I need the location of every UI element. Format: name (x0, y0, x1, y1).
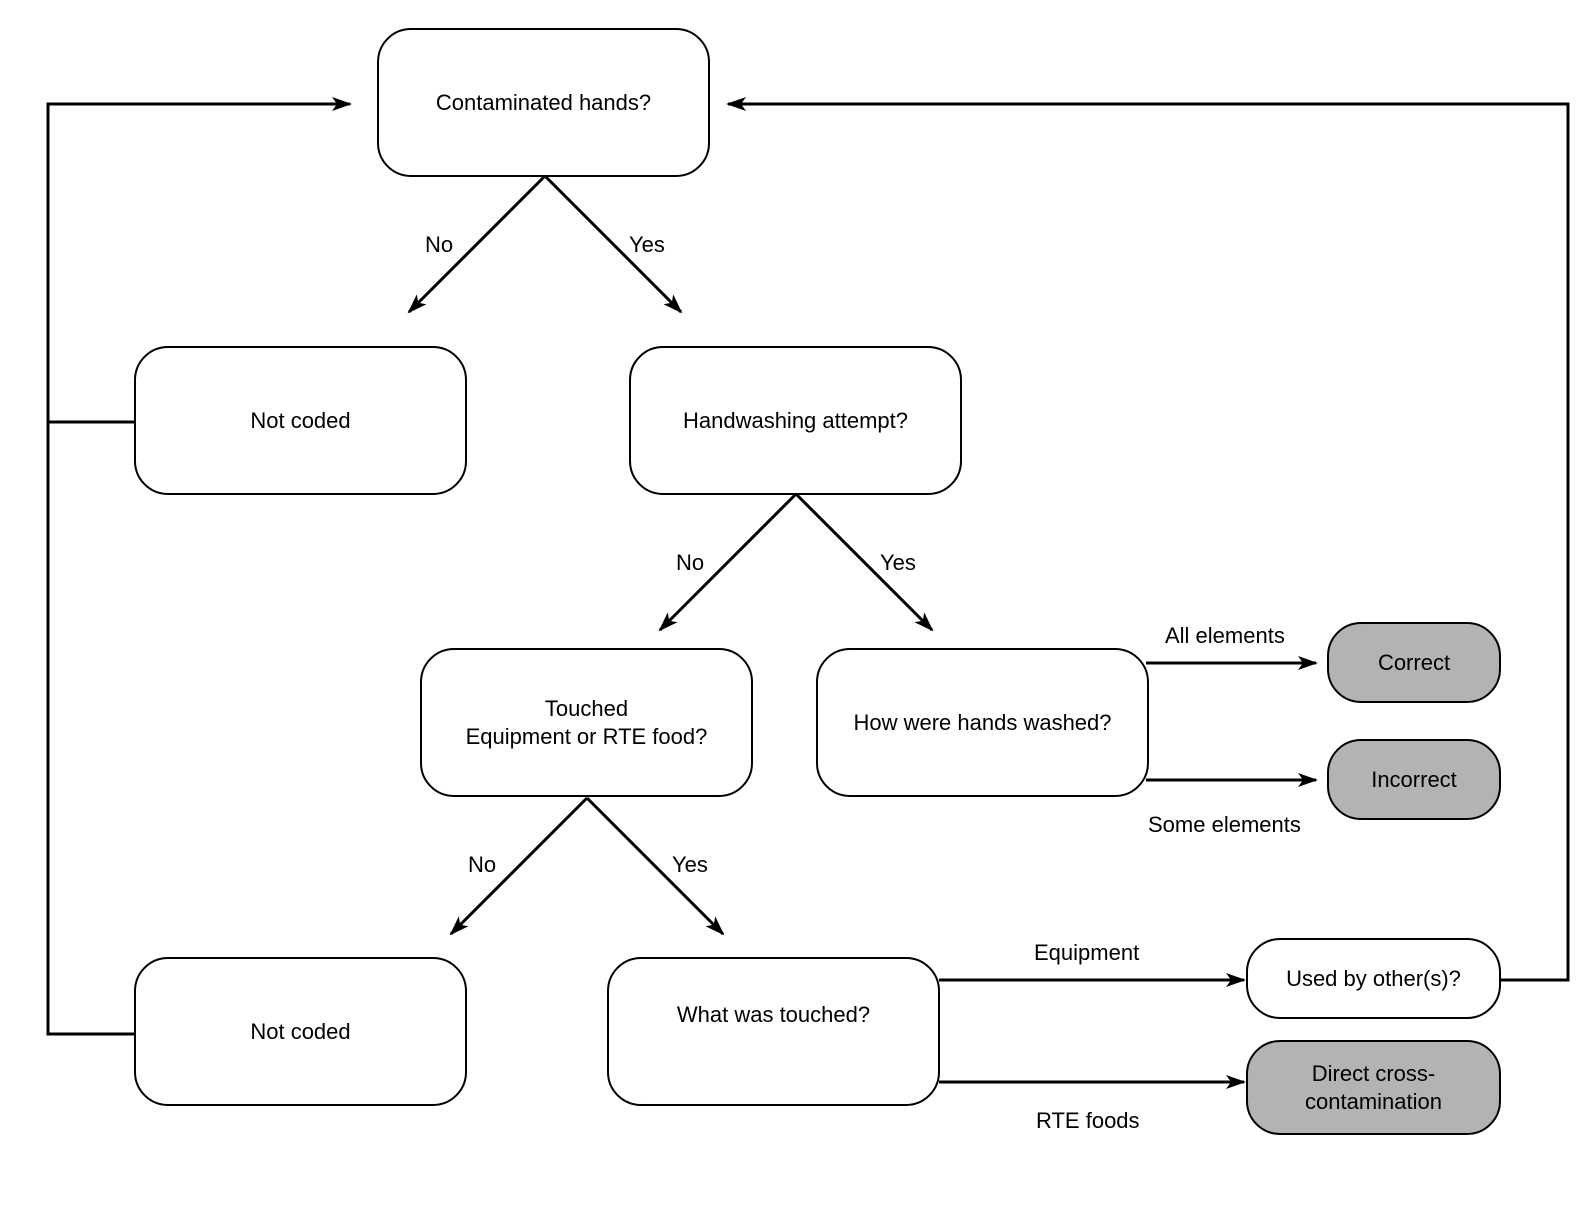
arrow-touched-no (449, 796, 589, 936)
node-not-coded-top: Not coded (134, 346, 467, 495)
node-incorrect: Incorrect (1327, 739, 1501, 820)
node-not-coded-top-label: Not coded (250, 407, 351, 433)
node-not-coded-bottom: Not coded (134, 957, 467, 1106)
node-direct-label-line1: Direct cross- (1311, 1060, 1436, 1086)
arrow-hands-yes (543, 174, 683, 314)
node-touched-equipment-or-rte: Touched Equipment or RTE food? (420, 648, 753, 797)
node-correct: Correct (1327, 622, 1501, 703)
edge-label-all-elements: All elements (1165, 623, 1285, 648)
loop-right-back-to-start (726, 97, 1570, 982)
node-handwashing-attempt-label: Handwashing attempt? (682, 407, 909, 433)
node-used-by-others: Used by other(s)? (1246, 938, 1501, 1019)
node-how-hands-washed: How were hands washed? (816, 648, 1149, 797)
node-how-hands-washed-label: How were hands washed? (853, 709, 1112, 735)
edge-label-hands-yes: Yes (629, 232, 665, 257)
arrow-wash-yes (794, 492, 934, 632)
edge-label-touched-no: No (468, 852, 497, 877)
node-incorrect-label: Incorrect (1371, 766, 1457, 792)
edge-label-hands-no: No (425, 232, 454, 257)
arrow-touched-yes (585, 796, 725, 936)
node-direct-text: Direct cross- contamination (1305, 1060, 1442, 1116)
node-touched-text: Touched Equipment or RTE food? (466, 695, 708, 751)
edge-label-wash-yes: Yes (880, 550, 916, 575)
arrow-wash-no (658, 492, 798, 632)
loop-left-back-to-start (46, 97, 352, 1036)
node-contaminated-hands-label: Contaminated hands? (435, 89, 652, 115)
arrow-hands-no (407, 174, 547, 314)
node-touched-label-line1: Touched (544, 695, 629, 721)
edge-label-wash-no: No (676, 550, 705, 575)
edge-label-equipment: Equipment (1034, 940, 1140, 965)
node-used-by-others-label: Used by other(s)? (1286, 965, 1461, 991)
node-contaminated-hands: Contaminated hands? (377, 28, 710, 177)
node-correct-label: Correct (1377, 649, 1451, 675)
edge-label-touched-yes: Yes (672, 852, 708, 877)
node-not-coded-bottom-label: Not coded (250, 1018, 351, 1044)
edge-label-rte-foods: RTE foods (1036, 1108, 1140, 1133)
node-direct-label-line2: contamination (1305, 1088, 1442, 1114)
edge-label-some-elements: Some elements (1148, 812, 1301, 837)
node-handwashing-attempt: Handwashing attempt? (629, 346, 962, 495)
node-what-was-touched: What was touched? (607, 957, 940, 1106)
node-direct-cross-contamination: Direct cross- contamination (1246, 1040, 1501, 1135)
node-touched-label-line2: Equipment or RTE food? (465, 723, 708, 749)
node-what-was-touched-label: What was touched? (676, 1002, 871, 1027)
